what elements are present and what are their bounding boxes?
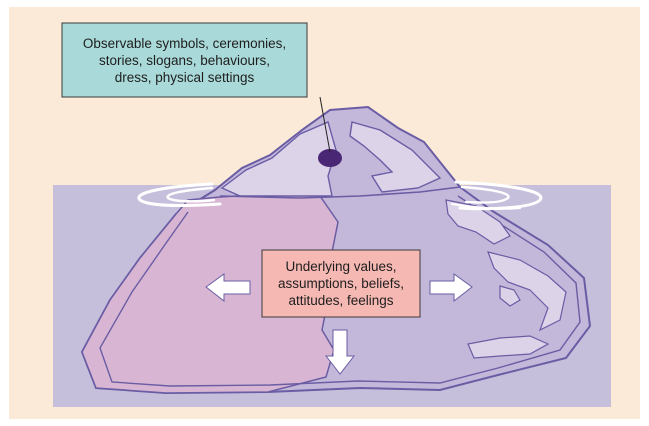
surface-label-line: Observable symbols, ceremonies, (62, 35, 307, 52)
underwater-label-text: Underlying values, assumptions, beliefs,… (262, 258, 420, 309)
underwater-label-line: attitudes, feelings (262, 292, 420, 309)
underwater-label-line: assumptions, beliefs, (262, 275, 420, 292)
surface-label-line: dress, physical settings (62, 69, 307, 86)
surface-label-text: Observable symbols, ceremonies, stories,… (62, 35, 307, 86)
underwater-label-line: Underlying values, (262, 258, 420, 275)
surface-label-line: stories, slogans, behaviours, (62, 52, 307, 69)
